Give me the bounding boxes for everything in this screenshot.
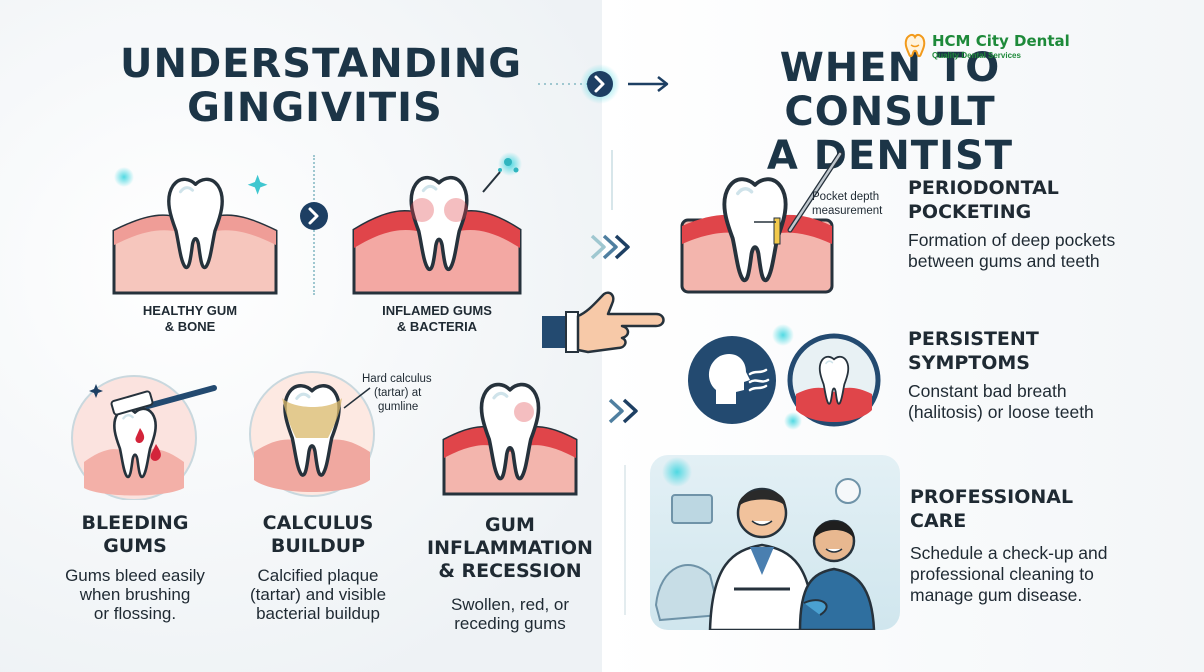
left-title-line2: GINGIVITIS <box>187 85 443 131</box>
symptom-bleeding-desc1: Gums bleed easily <box>65 566 205 585</box>
symptom-calculus: CALCULUS BUILDUP Calcified plaque (tarta… <box>236 512 400 623</box>
consult-persistent-title2: SYMPTOMS <box>908 352 1030 374</box>
inflamed-tooth-illustration <box>352 152 522 295</box>
healthy-label-line1: HEALTHY GUM <box>142 303 238 318</box>
symptom-calculus-desc1: Calcified plaque <box>257 566 379 585</box>
dentist-figures <box>654 478 876 630</box>
symptom-bleeding-title1: BLEEDING <box>81 512 189 534</box>
transition-arrow-icon <box>538 64 669 104</box>
pocket-note-line2: measurement <box>812 205 883 217</box>
symptom-recession-desc1: Swollen, red, or <box>450 595 570 614</box>
consult-periodontal-desc2: between gums and teeth <box>908 251 1100 271</box>
healthy-gum-label: HEALTHY GUM & BONE <box>120 303 260 335</box>
brand-tagline: Quality Dental Services <box>932 51 1021 60</box>
consult-periodontal: PERIODONTAL POCKETING Formation of deep … <box>908 176 1188 272</box>
gum-recession-illustration <box>442 368 578 496</box>
healthy-label-line2: & BONE <box>164 319 216 334</box>
glow-dot-icon <box>662 457 692 487</box>
glow-dot-icon-2 <box>772 324 794 346</box>
left-panel-background <box>0 0 602 672</box>
consult-persistent-desc1: Constant bad breath <box>908 381 1067 401</box>
tooth-logo-icon <box>904 33 926 58</box>
divider-line-2 <box>624 465 626 615</box>
pocket-tooth-illustration <box>680 151 843 294</box>
consult-professional-desc3: manage gum disease. <box>910 585 1083 605</box>
calculus-note-line3: gumline <box>378 401 419 413</box>
symptom-calculus-title2: BUILDUP <box>270 535 366 557</box>
consult-periodontal-desc1: Formation of deep pockets <box>908 230 1116 250</box>
right-title-line1: WHEN TO CONSULT <box>779 45 1001 135</box>
consult-professional-title1: PROFESSIONAL <box>910 486 1074 508</box>
calculus-note-line1: Hard calculus <box>362 373 432 385</box>
symptom-bleeding-title2: GUMS <box>103 535 167 557</box>
dentist-team-illustration <box>650 455 900 630</box>
chevron-right-icon <box>300 202 328 230</box>
consult-persistent: PERSISTENT SYMPTOMS Constant bad breath … <box>908 327 1188 423</box>
pocket-note: Pocket depth measurement <box>812 190 902 218</box>
symptom-recession-title1: GUM INFLAMMATION <box>427 514 593 559</box>
left-title-line1: UNDERSTANDING <box>120 41 523 87</box>
consult-professional-desc2: professional cleaning to <box>910 564 1094 584</box>
symptom-calculus-desc3: bacterial buildup <box>256 604 380 623</box>
double-chevron-icon <box>590 234 630 260</box>
symptom-recession-desc2: receding gums <box>454 614 566 633</box>
symptom-bleeding: BLEEDING GUMS Gums bleed easily when bru… <box>50 512 220 623</box>
loose-tooth-icon <box>787 333 881 427</box>
consult-professional-title2: CARE <box>910 510 967 532</box>
calculus-note: Hard calculus (tartar) at gumline <box>362 372 462 414</box>
brand-logo[interactable]: HCM City Dental Quality Dental Services <box>902 30 1082 64</box>
consult-persistent-title1: PERSISTENT <box>908 328 1039 350</box>
right-title: WHEN TO CONSULT A DENTIST <box>690 46 1090 178</box>
calculus-note-line2: (tartar) at <box>374 387 422 399</box>
pocket-note-line1: Pocket depth <box>812 191 880 203</box>
bleeding-gums-illustration <box>71 375 217 500</box>
symptom-recession: GUM INFLAMMATION & RECESSION Swollen, re… <box>400 514 620 633</box>
consult-periodontal-title1: PERIODONTAL <box>908 177 1059 199</box>
brand-name: HCM City Dental <box>932 32 1070 50</box>
inflamed-label-line2: & BACTERIA <box>396 319 478 334</box>
consult-professional: PROFESSIONAL CARE Schedule a check-up an… <box>910 485 1190 606</box>
healthy-tooth-illustration <box>112 167 278 295</box>
inflamed-label-line1: INFLAMED GUMS <box>382 303 492 318</box>
consult-professional-desc1: Schedule a check-up and <box>910 543 1108 563</box>
divider-line <box>611 150 613 210</box>
left-title: UNDERSTANDING GINGIVITIS <box>120 41 523 131</box>
consult-persistent-desc2: (halitosis) or loose teeth <box>908 402 1094 422</box>
symptom-bleeding-desc2: when brushing <box>79 585 191 604</box>
consult-periodontal-title2: POCKETING <box>908 201 1032 223</box>
symptom-calculus-desc2: (tartar) and visible <box>249 585 387 604</box>
pointing-hand-icon <box>542 291 665 354</box>
symptom-bleeding-desc3: or flossing. <box>93 604 177 623</box>
double-chevron-icon-2 <box>608 398 638 424</box>
glow-dot-icon-3 <box>784 412 802 430</box>
right-title-line2: A DENTIST <box>766 133 1014 179</box>
symptom-recession-title2: & RECESSION <box>438 560 582 582</box>
symptom-calculus-title1: CALCULUS <box>262 512 374 534</box>
bad-breath-icon <box>688 336 776 424</box>
calculus-buildup-illustration <box>249 371 375 497</box>
inflamed-gum-label: INFLAMED GUMS & BACTERIA <box>362 303 512 335</box>
